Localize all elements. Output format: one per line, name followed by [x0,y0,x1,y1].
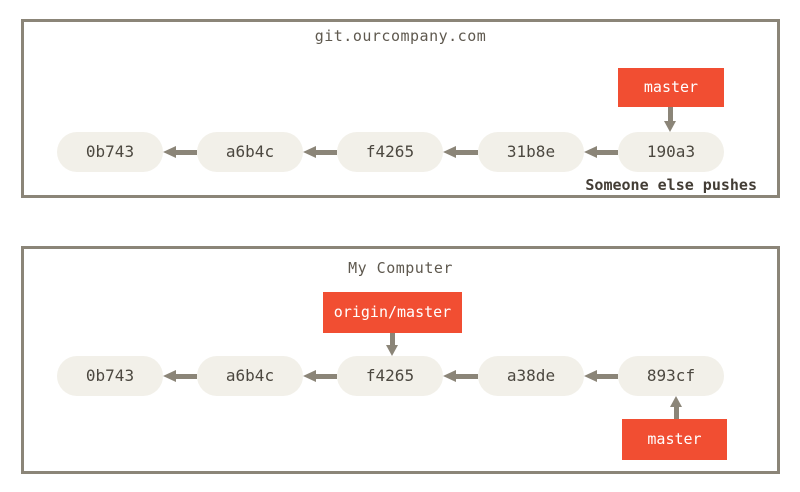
arrow-shaft [174,373,197,379]
arrow-left-head [303,146,316,158]
arrow-left-head [163,146,176,158]
my-computer-panel [21,246,780,474]
arrow-origin-master-to-f4265 [386,333,398,356]
someone-else-pushes-annotation: Someone else pushes [585,176,757,194]
arrow-a6b4c-to-0b743-remote [163,146,197,158]
commit-node-31b8e-remote: 31b8e [478,132,584,172]
arrow-31b8e-to-f4265-remote [443,146,478,158]
commit-node-a38de-local: a38de [478,356,584,396]
remote-server-title: git.ourcompany.com [314,27,487,45]
arrow-left-head [443,146,456,158]
arrow-shaft [174,149,197,155]
commit-node-a6b4c-remote: a6b4c [197,132,303,172]
arrow-shaft [667,107,673,122]
arrow-190a3-to-31b8e-remote [584,146,618,158]
arrow-a38de-to-f4265-local [443,370,478,382]
remote-server-panel [21,19,780,198]
arrow-a6b4c-to-0b743-local [163,370,197,382]
branch-label-master-local: master [622,419,727,460]
arrow-left-head [584,370,597,382]
arrow-down-head [664,121,676,132]
arrow-shaft [454,373,478,379]
branch-label-origin-master: origin/master [323,292,462,333]
arrow-up-head [670,396,682,407]
arrow-master-to-893cf [670,396,682,419]
commit-node-f4265-remote: f4265 [337,132,443,172]
arrow-shaft [595,149,618,155]
arrow-master-to-190a3 [664,107,676,132]
arrow-down-head [386,345,398,356]
arrow-left-head [303,370,316,382]
arrow-shaft [314,149,337,155]
arrow-shaft [314,373,337,379]
arrow-left-head [163,370,176,382]
arrow-f4265-to-a6b4c-local [303,370,337,382]
arrow-shaft [389,333,395,346]
branch-label-master-remote: master [618,68,724,107]
my-computer-title: My Computer [348,259,453,277]
arrow-893cf-to-a38de-local [584,370,618,382]
commit-node-893cf-local: 893cf [618,356,724,396]
arrow-shaft [595,373,618,379]
commit-node-0b743-remote: 0b743 [57,132,163,172]
commit-node-f4265-local: f4265 [337,356,443,396]
commit-node-a6b4c-local: a6b4c [197,356,303,396]
arrow-left-head [443,370,456,382]
arrow-left-head [584,146,597,158]
commit-node-0b743-local: 0b743 [57,356,163,396]
commit-node-190a3-remote: 190a3 [618,132,724,172]
arrow-f4265-to-a6b4c-remote [303,146,337,158]
arrow-shaft [673,406,679,419]
arrow-shaft [454,149,478,155]
